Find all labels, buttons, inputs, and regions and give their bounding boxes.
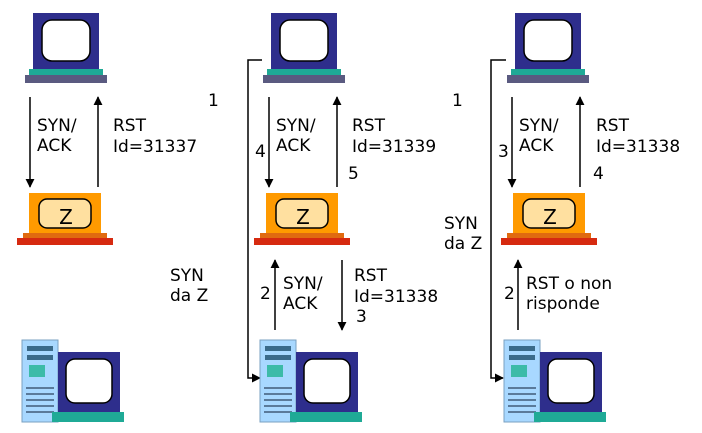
step-number: 3	[356, 307, 367, 327]
down-label-line1: SYN/	[519, 116, 559, 136]
lower-down-label-line1: RST	[354, 266, 388, 286]
z-host-label: Z	[543, 205, 557, 229]
down-label-line2: ACK	[276, 136, 311, 156]
step-number: 1	[208, 91, 219, 111]
arrow-icon	[490, 59, 506, 383]
lower-up-label-line1: RST o non	[526, 274, 612, 294]
lower-up-label-line2: risponde	[526, 294, 600, 314]
step-number: 4	[255, 142, 266, 162]
workstation-icon	[259, 339, 363, 423]
up-label-line1: RST	[352, 116, 386, 136]
panel-1: SYN/ ACK RST Id=31337 1 Z SYN da Z	[16, 12, 219, 423]
step-number: 2	[504, 284, 515, 304]
down-label-line2: ACK	[37, 136, 72, 156]
host-monitor-icon	[262, 12, 346, 84]
up-label-line2: Id=31338	[596, 137, 680, 157]
host-monitor-icon	[506, 12, 590, 84]
up-label-line1: RST	[113, 116, 147, 136]
z-host-label: Z	[59, 205, 73, 229]
step-number: 2	[260, 284, 271, 304]
lower-down-label-line2: Id=31338	[354, 287, 438, 307]
step-number: 3	[498, 142, 509, 162]
down-label-line1: SYN/	[276, 116, 316, 136]
workstation-icon	[503, 339, 607, 423]
syn-label-line1: SYN	[444, 214, 478, 234]
panel-2: SYN/ ACK 4 RST Id=31339 5 Z SYN/ ACK 2 R…	[247, 12, 438, 423]
lower-up-label-line1: SYN/	[283, 274, 323, 294]
panel-3: 1 SYN/ ACK 3 RST Id=31338 4 Z SYN da Z 2…	[444, 12, 680, 423]
syn-label-line2: da Z	[444, 234, 482, 254]
up-label-line2: Id=31339	[352, 137, 436, 157]
step-number: 5	[348, 164, 359, 184]
up-label-line1: RST	[596, 116, 630, 136]
lower-up-label-line2: ACK	[283, 294, 318, 314]
workstation-icon	[21, 339, 125, 423]
step-number: 1	[452, 91, 463, 111]
z-host-label: Z	[296, 205, 310, 229]
arrow-icon	[247, 59, 262, 383]
up-label-line2: Id=31337	[113, 137, 197, 157]
down-label-line1: SYN/	[37, 116, 77, 136]
down-label-line2: ACK	[519, 136, 554, 156]
syn-label-line1: SYN	[170, 266, 204, 286]
syn-label-line2: da Z	[170, 286, 208, 306]
step-number: 4	[593, 164, 604, 184]
host-monitor-icon	[24, 12, 108, 84]
